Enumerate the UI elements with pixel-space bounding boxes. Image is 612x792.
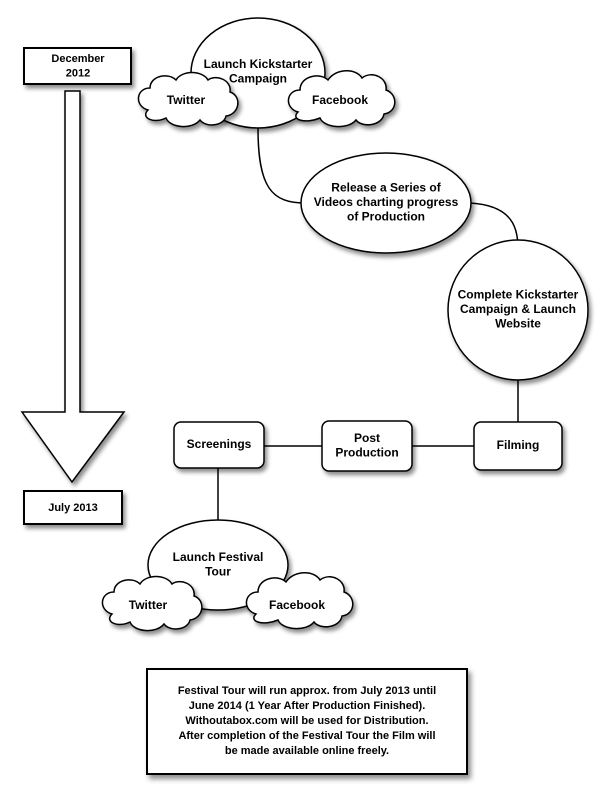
note-line: be made available online freely. bbox=[224, 745, 390, 757]
cloud-facebook-bottom-label: Facebook bbox=[269, 598, 325, 612]
cloud-twitter-bottom bbox=[101, 575, 203, 632]
cloud-twitter-bottom-label: Twitter bbox=[129, 598, 168, 612]
label-line: Twitter bbox=[167, 93, 206, 107]
festival-tour-note-text: Festival Tour will run approx. from July… bbox=[178, 684, 436, 759]
screenings-node bbox=[173, 421, 265, 469]
label-line: Videos charting progress bbox=[314, 195, 459, 209]
note-line: Festival Tour will run approx. from July… bbox=[177, 685, 437, 697]
cloud-facebook-top-label: Facebook bbox=[312, 93, 368, 107]
label-line: 2012 bbox=[66, 67, 90, 79]
label-line: Launch Festival bbox=[173, 550, 264, 564]
label-line: Production bbox=[335, 445, 398, 459]
label-line: Post bbox=[354, 431, 380, 445]
label-line: Screenings bbox=[187, 437, 252, 451]
filming-label: Filming bbox=[497, 438, 540, 452]
cloud-twitter-top bbox=[137, 71, 239, 128]
label-line: Campaign & Launch bbox=[460, 302, 576, 316]
post-production-node bbox=[321, 420, 413, 472]
timeline-start-box bbox=[23, 47, 132, 85]
label-line: Complete Kickstarter bbox=[458, 288, 579, 302]
label-line: Facebook bbox=[312, 93, 368, 107]
label-line: Launch Kickstarter bbox=[204, 57, 313, 71]
label-line: Campaign bbox=[229, 71, 287, 85]
timeline-start-label: December 2012 bbox=[51, 53, 105, 80]
timeline-end-label: July 2013 bbox=[48, 502, 98, 514]
timeline: December 2012 July 2013 bbox=[20, 47, 132, 525]
timeline-end-box bbox=[23, 490, 123, 525]
label-line: Facebook bbox=[269, 598, 325, 612]
label-line: Filming bbox=[497, 438, 540, 452]
connector-kickstarter-to-videos bbox=[257, 127, 306, 204]
cloud-twitter-top-label: Twitter bbox=[167, 93, 206, 107]
label-line: July 2013 bbox=[48, 502, 98, 514]
label-line: Twitter bbox=[129, 598, 168, 612]
label-line: Release a Series of bbox=[331, 181, 441, 195]
note-line: June 2014 (1 Year After Production Finis… bbox=[188, 700, 426, 712]
cloud-facebook-bottom bbox=[245, 572, 354, 630]
label-line: of Production bbox=[347, 210, 425, 224]
cloud-facebook-top bbox=[287, 70, 396, 128]
label-line: Website bbox=[495, 317, 541, 331]
note-line: After completion of the Festival Tour th… bbox=[178, 730, 436, 742]
label-line: December bbox=[51, 53, 105, 65]
festival-tour-note: Festival Tour will run approx. from July… bbox=[146, 668, 468, 775]
complete-kickstarter-node bbox=[447, 239, 589, 381]
timeline-arrow bbox=[20, 90, 126, 484]
note-line: Withoutabox.com will be used for Distrib… bbox=[185, 715, 429, 727]
filming-node bbox=[473, 421, 563, 471]
label-line: Tour bbox=[205, 564, 231, 578]
release-videos-node bbox=[300, 152, 472, 254]
screenings-label: Screenings bbox=[187, 437, 252, 451]
